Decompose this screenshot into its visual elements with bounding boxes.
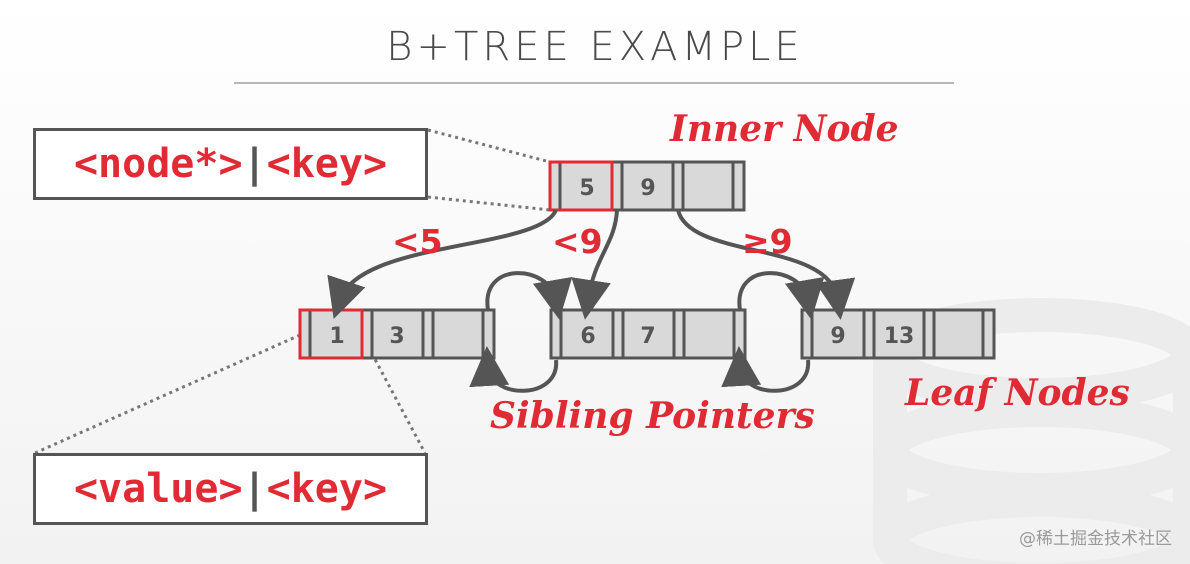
key-label: <key> (266, 141, 388, 187)
sibling-pointer-1-to-2 (485, 271, 573, 320)
leaf-node-1: 1 3 (298, 308, 496, 360)
leaf1-key-2: 3 (389, 324, 404, 349)
sibling-pointers-label: Sibling Pointers (490, 395, 815, 437)
separator: | (242, 141, 267, 187)
separator: | (242, 466, 267, 512)
inner-node: 5 9 (548, 160, 746, 212)
inner-pair-highlight (548, 160, 614, 212)
inner-node-label: Inner Node (670, 108, 899, 150)
page-title: B+TREE EXAMPLE (386, 24, 804, 70)
pointer-lt5 (327, 208, 558, 319)
leaf3-key-1: 9 (830, 324, 845, 349)
arrow-label-ge9: ≥9 (742, 222, 793, 261)
leaf-nodes-label: Leaf Nodes (905, 372, 1130, 414)
leaf3-key-2: 13 (884, 324, 915, 349)
inner-callout-connector-bottom (427, 195, 551, 212)
pointer-lt9 (571, 209, 619, 320)
sibling-pointer-2-to-3 (737, 271, 825, 320)
watermark: @稀土掘金技术社区 (1019, 529, 1172, 549)
inner-key-1: 5 (579, 176, 594, 201)
arrow-label-lt5: <5 (392, 222, 443, 261)
leaf-node-3: 9 13 (800, 308, 996, 360)
leaf-node-2: 6 7 (549, 308, 747, 360)
title-divider (234, 82, 954, 84)
leaf2-key-2: 7 (640, 324, 655, 349)
inner-callout-connector-top (427, 128, 551, 164)
key-label: <key> (266, 466, 388, 512)
arrow-label-lt9: <9 (552, 222, 603, 261)
node-pointer-label: <node*> (73, 141, 243, 187)
leaf2-key-1: 6 (580, 324, 595, 349)
leaf-callout-connector-left (34, 333, 301, 455)
sibling-pointer-2-to-1 (469, 346, 559, 393)
inner-key-2: 9 (640, 176, 655, 201)
sibling-pointer-3-to-2 (721, 346, 811, 393)
inner-node-entry-format: <node*>|<key> (33, 128, 428, 200)
leaf-node-entry-format: <value>|<key> (33, 453, 428, 525)
value-label: <value> (73, 466, 243, 512)
leaf1-key-1: 1 (329, 324, 344, 349)
pointer-ge9 (676, 209, 856, 320)
